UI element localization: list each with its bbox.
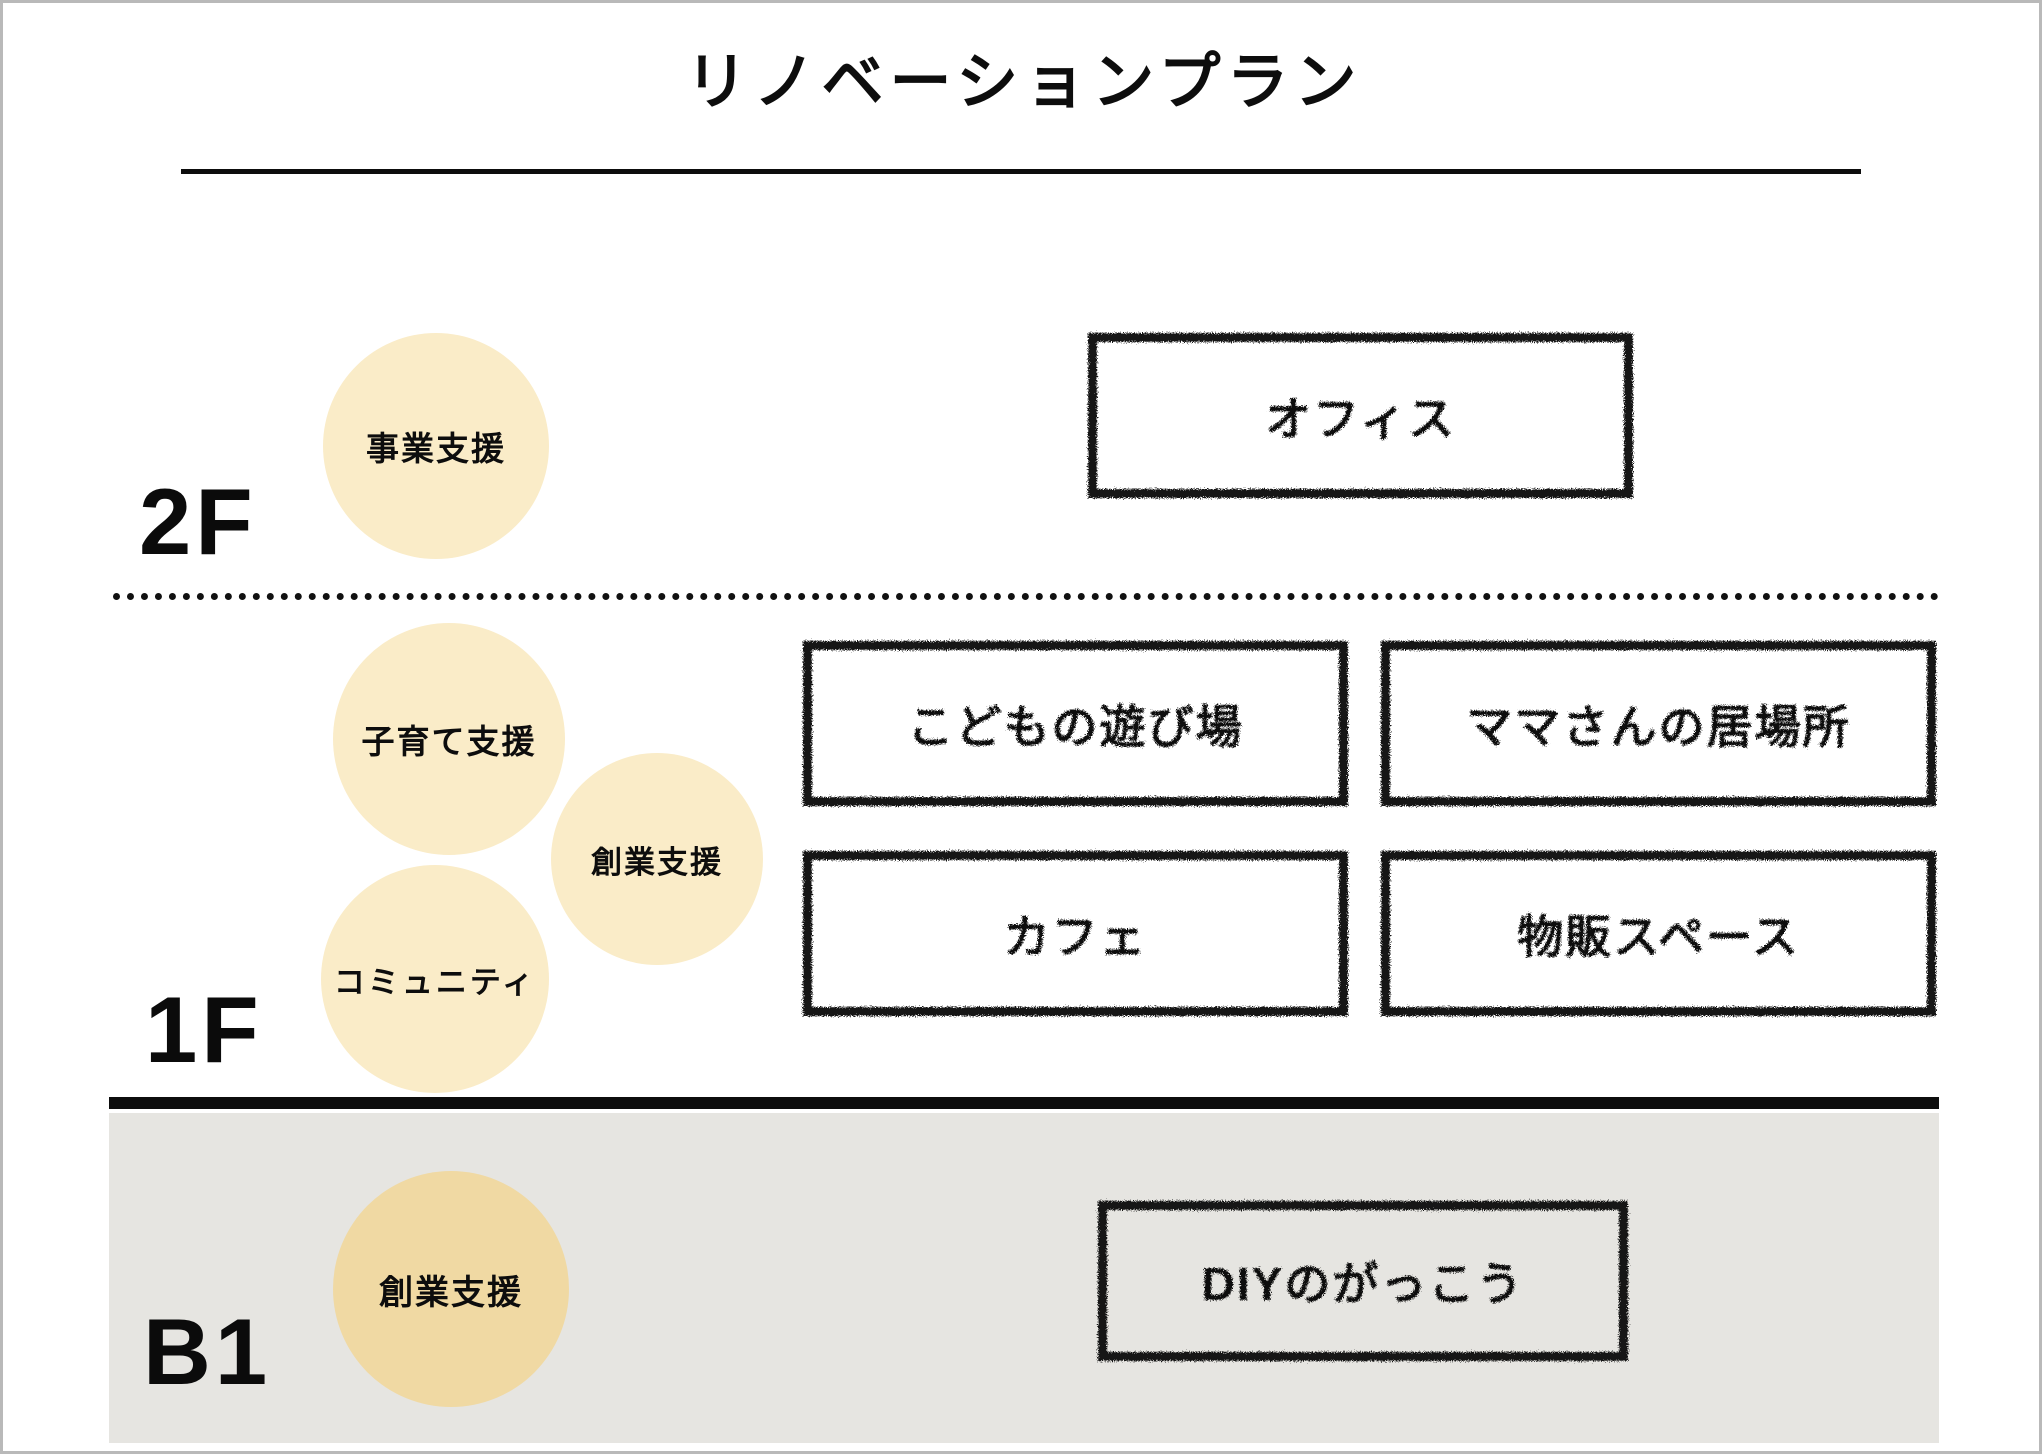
room-box-diy-school[interactable]: DIYのがっこう <box>1098 1201 1628 1361</box>
room-box-retail-space[interactable]: 物販スペース <box>1381 851 1936 1016</box>
page-title: リノベーションプラン <box>685 48 1363 117</box>
room-box-label: DIYのがっこう <box>1201 1258 1525 1310</box>
support-circle-label: 創業支援 <box>379 1273 523 1312</box>
room-box-cafe[interactable]: カフェ <box>803 851 1348 1016</box>
support-circle-label: 事業支援 <box>366 430 506 467</box>
support-circle-label: 子育て支援 <box>361 723 537 760</box>
room-box-moms-place[interactable]: ママさんの居場所 <box>1381 641 1936 806</box>
support-circle-community: コミュニティ <box>321 865 549 1093</box>
floor-label-1f: 1F <box>145 977 263 1082</box>
support-circle-startup-b1: 創業支援 <box>333 1171 569 1407</box>
floor-divider-solid <box>109 1097 1939 1109</box>
room-box-label: ママさんの居場所 <box>1466 700 1851 753</box>
support-circle-startup-1f: 創業支援 <box>551 753 763 965</box>
floor-divider-dotted <box>113 593 1939 600</box>
room-box-kids-playground[interactable]: こどもの遊び場 <box>803 641 1348 806</box>
room-box-label: 物販スペース <box>1517 910 1800 963</box>
floor-label-b1: B1 <box>143 1299 272 1404</box>
room-box-label: カフェ <box>1003 910 1148 963</box>
support-circle-childcare: 子育て支援 <box>333 623 565 855</box>
support-circle-label: コミュニティ <box>333 964 537 1000</box>
room-box-office[interactable]: オフィス <box>1088 333 1633 498</box>
room-box-label: オフィス <box>1264 392 1457 445</box>
title-underline <box>181 169 1861 174</box>
support-circle-business: 事業支援 <box>323 333 549 559</box>
support-circle-label: 創業支援 <box>591 844 723 880</box>
room-box-label: こどもの遊び場 <box>907 700 1244 753</box>
floor-label-2f: 2F <box>139 469 257 574</box>
